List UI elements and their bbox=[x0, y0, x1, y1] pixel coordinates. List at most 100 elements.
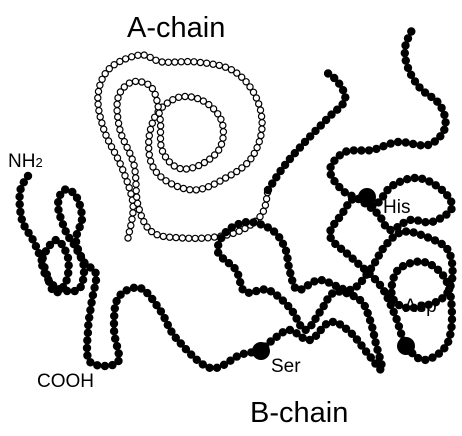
a-chain-residue bbox=[116, 120, 122, 126]
a-chain-residue bbox=[149, 120, 155, 126]
b-chain-residue bbox=[235, 220, 243, 228]
a-chain-residue bbox=[211, 234, 217, 240]
b-chain-residue bbox=[327, 171, 335, 179]
b-chain-residue bbox=[17, 208, 25, 216]
b-chain-residue bbox=[206, 364, 214, 372]
a-chain-residue bbox=[97, 82, 103, 88]
b-chain-residue bbox=[63, 277, 71, 285]
b-chain-residue bbox=[18, 215, 26, 223]
a-chain-residue bbox=[192, 235, 198, 241]
nh-subscript: 2 bbox=[35, 155, 42, 170]
b-chain-residue bbox=[407, 28, 415, 36]
b-chain-residue bbox=[388, 281, 396, 289]
b-chain-residue bbox=[404, 35, 412, 43]
a-chain-residue bbox=[176, 94, 182, 100]
b-chain-residue bbox=[429, 218, 437, 226]
b-chain-residue bbox=[84, 329, 92, 337]
b-chain-residue bbox=[78, 216, 86, 224]
b-chain-residue bbox=[252, 287, 260, 295]
a-chain-residue bbox=[158, 142, 164, 148]
b-chain-residue bbox=[421, 356, 429, 364]
a-chain-residue bbox=[95, 88, 101, 94]
a-chain-residue bbox=[146, 133, 152, 139]
b-chain-residue bbox=[89, 291, 97, 299]
b-chain-residue bbox=[350, 147, 358, 155]
a-chain-residue bbox=[97, 114, 103, 120]
b-chain-residue bbox=[288, 277, 296, 285]
b-chain-residue bbox=[110, 327, 118, 335]
b-chain-residue bbox=[79, 276, 87, 284]
a-chain-residue bbox=[216, 62, 222, 68]
b-chain-residue bbox=[279, 328, 287, 336]
a-chain-residue bbox=[114, 101, 120, 107]
b-chain-residue bbox=[327, 234, 335, 242]
b-chain-residue bbox=[395, 322, 403, 330]
a-chain-residue bbox=[187, 187, 193, 193]
b-chain-residue bbox=[282, 247, 290, 255]
b-chain-residue bbox=[380, 142, 388, 150]
b-chain-residue bbox=[448, 316, 456, 324]
b-chain-residue bbox=[394, 138, 402, 146]
a-chain-label: A-chain bbox=[127, 14, 225, 43]
b-chain-residue bbox=[325, 279, 333, 287]
a-chain-residue bbox=[186, 235, 192, 241]
b-chain-residue bbox=[233, 353, 241, 361]
a-chain-residue bbox=[170, 97, 176, 103]
b-chain-residue bbox=[448, 323, 456, 331]
b-chain-residue bbox=[286, 269, 294, 277]
a-chain-residue bbox=[204, 60, 210, 66]
a-chain-residue bbox=[191, 59, 197, 65]
b-chain-residue bbox=[101, 362, 109, 370]
b-chain-residue bbox=[17, 185, 25, 193]
a-chain-residue bbox=[183, 166, 189, 172]
b-chain-residue bbox=[111, 305, 119, 313]
a-chain-residue bbox=[264, 196, 270, 202]
a-chain-beads bbox=[95, 52, 271, 241]
b-chain-residue bbox=[449, 267, 457, 275]
b-chain-residue bbox=[341, 94, 349, 102]
b-chain-residue bbox=[440, 126, 448, 134]
b-chain-residue bbox=[110, 312, 118, 320]
b-chain-residue bbox=[57, 213, 65, 221]
a-chain-residue bbox=[103, 132, 109, 138]
b-chain-residue bbox=[78, 208, 86, 216]
b-chain-residue bbox=[366, 316, 374, 324]
b-chain-residue bbox=[410, 229, 418, 237]
a-chain-residue bbox=[126, 229, 132, 235]
b-chain-residue bbox=[88, 299, 96, 307]
a-chain-residue bbox=[155, 104, 161, 110]
b-chain-residue bbox=[130, 284, 138, 292]
b-chain-residue bbox=[399, 262, 407, 270]
b-chain-residue bbox=[397, 330, 405, 338]
b-chain-residue bbox=[284, 254, 292, 262]
b-chain-residue bbox=[56, 285, 64, 293]
b-chain-residue bbox=[404, 64, 412, 72]
a-chain-residue bbox=[147, 126, 153, 132]
his-active-site-residue bbox=[358, 188, 376, 206]
a-chain-residue bbox=[136, 207, 142, 213]
b-chain-residue bbox=[54, 198, 62, 206]
a-chain-residue bbox=[115, 114, 121, 120]
b-chain-residue bbox=[59, 220, 67, 228]
b-chain-residue bbox=[447, 198, 455, 206]
a-chain-residue bbox=[141, 52, 147, 58]
a-chain-residue bbox=[114, 108, 120, 114]
amino-terminus-label: NH2 bbox=[8, 152, 43, 171]
a-chain-residue bbox=[220, 135, 226, 141]
b-chain-residue bbox=[447, 252, 455, 260]
b-chain-residue bbox=[324, 70, 332, 78]
a-chain-residue bbox=[218, 116, 224, 122]
b-chain-residue bbox=[76, 223, 84, 231]
b-chain-residue bbox=[441, 111, 449, 119]
a-chain-residue bbox=[205, 184, 211, 190]
b-chain-residue bbox=[396, 178, 404, 186]
b-chain-residue bbox=[16, 200, 24, 208]
b-chain-residue bbox=[242, 218, 250, 226]
a-chain-residue bbox=[122, 173, 128, 179]
a-chain-residue bbox=[193, 187, 199, 193]
b-chain-residue bbox=[123, 286, 131, 294]
a-chain-residue bbox=[157, 116, 163, 122]
a-chain-residue bbox=[132, 169, 138, 175]
b-chain-residue bbox=[370, 331, 378, 339]
